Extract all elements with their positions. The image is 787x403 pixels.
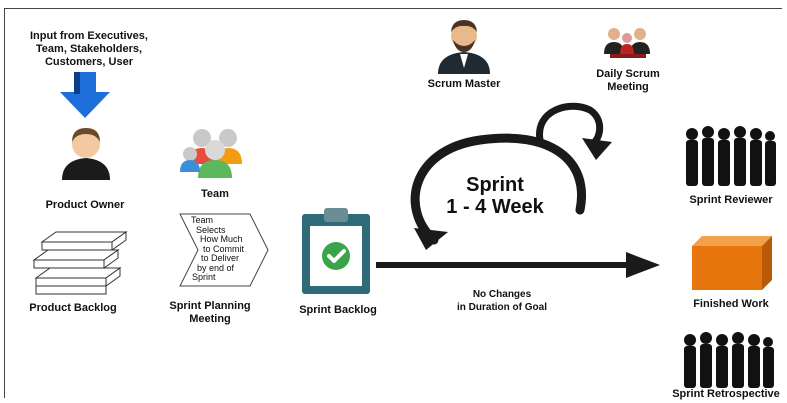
- clipboard-icon: [302, 208, 370, 294]
- product-owner-icon: [62, 128, 110, 180]
- sprint-planning-label: Sprint Planning Meeting: [169, 300, 251, 325]
- team-icon: [180, 129, 242, 178]
- planning-text: Team Selects How Much to Commit to Deliv…: [191, 215, 245, 282]
- finished-work-icon: [692, 236, 772, 290]
- product-backlog-icon: [32, 231, 128, 295]
- product-owner-label: Product Owner: [45, 199, 125, 211]
- daily-scrum-icon: [604, 28, 650, 58]
- sprint-retrospective-label: Sprint Retrospective: [672, 388, 780, 400]
- sprint-backlog-label: Sprint Backlog: [299, 304, 377, 316]
- blue-down-arrow-icon: [60, 72, 110, 118]
- sprint-loop-arrow: [410, 102, 612, 250]
- sprint-title: Sprint 1 - 4 Week: [446, 174, 544, 218]
- scrum-master-label: Scrum Master: [427, 78, 501, 90]
- planning-chevron-shape: [179, 213, 269, 287]
- no-changes-label: No Changes in Duration of Goal: [457, 289, 547, 313]
- main-flow-arrow: [376, 252, 660, 278]
- scrum-master-icon: [438, 20, 490, 74]
- daily-scrum-label: Daily Scrum Meeting: [596, 68, 660, 93]
- sprint-reviewer-label: Sprint Reviewer: [689, 194, 773, 206]
- diagram-frame: [4, 8, 782, 398]
- finished-work-label: Finished Work: [693, 298, 769, 310]
- sprint-reviewer-icon: [686, 126, 776, 186]
- input-text: Input from Executives, Team, Stakeholder…: [30, 30, 148, 68]
- product-backlog-label: Product Backlog: [29, 302, 117, 314]
- sprint-retrospective-icon: [684, 332, 774, 388]
- team-label: Team: [201, 188, 229, 200]
